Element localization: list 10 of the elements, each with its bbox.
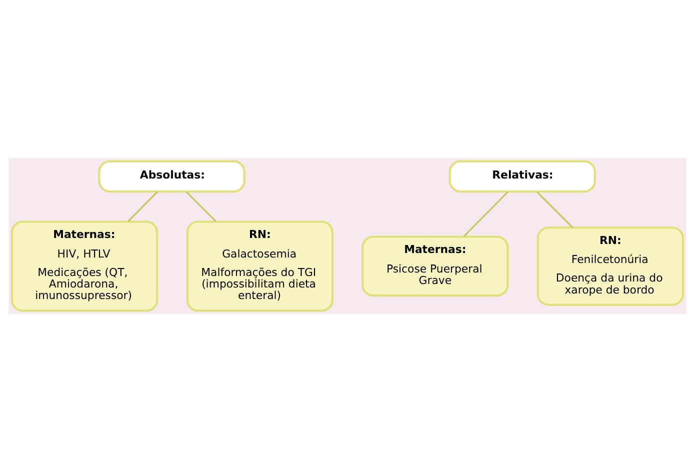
node-box: Maternas: HIV, HTLV Medicações (QT, Amiodarona, imunossupressor) bbox=[10, 220, 158, 312]
connector bbox=[536, 190, 574, 228]
node-box: RN: Galactosemia Malformações do TGI (impossibilitam dieta enteral) bbox=[186, 220, 334, 312]
connector bbox=[127, 190, 158, 222]
node-box: Maternas: Psicose Puerperal Grave bbox=[362, 235, 509, 296]
node-box: Absolutas: bbox=[98, 160, 246, 192]
node-box: Relativas: bbox=[448, 160, 596, 192]
connector bbox=[463, 190, 509, 237]
connector bbox=[186, 190, 217, 222]
node-box: RN: Fenilcetonúria Doença da urina do xarope de bordo bbox=[536, 226, 684, 306]
